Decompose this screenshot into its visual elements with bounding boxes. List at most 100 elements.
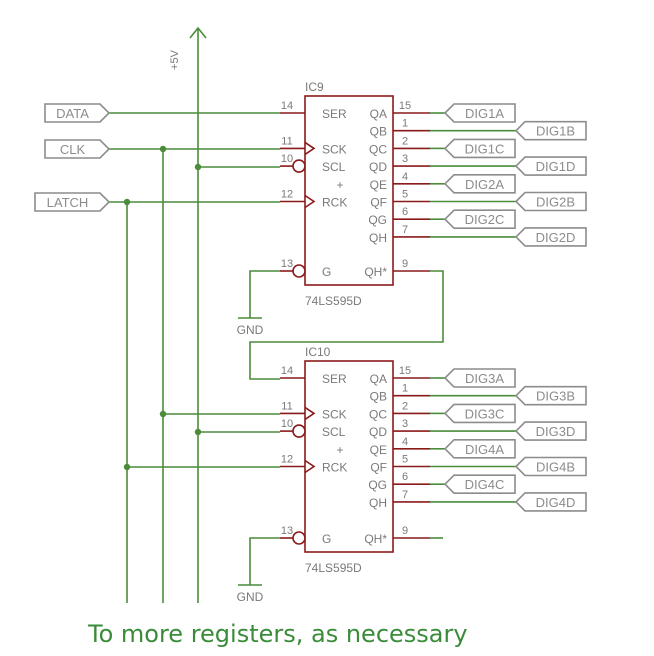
output-flag-dig4c-label: DIG4C [465, 477, 505, 492]
pin-label: QA [370, 372, 387, 386]
pin-number: 10 [281, 153, 293, 165]
pin-label: G [322, 532, 331, 546]
output-flag-dig4d [514, 492, 587, 512]
output-flag-dig1b [514, 120, 587, 141]
pin-label: QF [370, 461, 387, 475]
output-flag-dig3d-label: DIG3D [536, 424, 576, 439]
ground-label: GND [237, 323, 264, 337]
output-flag-dig4a [443, 438, 516, 459]
pin-label: QH [369, 231, 387, 245]
output-flag-dig3b [514, 385, 587, 406]
pin-number: 3 [402, 418, 408, 430]
pin-number: 3 [402, 153, 408, 165]
pin-label: QA [370, 107, 387, 121]
pin-label: SCK [322, 142, 347, 156]
input-clk-flag-label: CLK [60, 142, 86, 157]
pin-number: 9 [402, 258, 408, 270]
pin-number: 15 [399, 100, 411, 112]
pin-number: 6 [402, 471, 408, 483]
pin-label: RCK [322, 196, 347, 210]
output-flag-dig2d-label: DIG2D [536, 230, 576, 245]
clk-junction-dot [159, 145, 167, 153]
chip-0-part: 74LS595D [305, 294, 362, 308]
output-flag-dig4c [443, 474, 516, 495]
pin-number: 11 [281, 135, 292, 147]
pin-number: 1 [402, 118, 408, 130]
output-flag-dig3a-label: DIG3A [465, 371, 504, 386]
pin-label: QB [370, 390, 387, 404]
input-data-flag-label: DATA [56, 106, 89, 121]
pin-label: QC [369, 407, 387, 421]
latch-junction-dot [123, 463, 131, 471]
input-data-flag [44, 103, 111, 123]
output-flag-dig1b-label: DIG1B [536, 124, 575, 139]
output-flag-dig3c [443, 403, 516, 424]
chip-0-refdes: IC9 [305, 80, 324, 94]
output-flag-dig1d-label: DIG1D [536, 159, 576, 174]
pin-number: 2 [402, 400, 408, 412]
output-flag-dig1d [514, 156, 587, 176]
chip-0-body [304, 95, 394, 286]
inverted-pin-bubble [292, 531, 306, 545]
pin-number: 11 [281, 400, 292, 412]
pin-label: RCK [322, 461, 347, 475]
chip-1-refdes: IC10 [305, 345, 331, 359]
clock-marker [304, 459, 316, 474]
pin-label: QC [369, 142, 387, 156]
pin-label: QB [370, 125, 387, 139]
pin-number: 15 [399, 365, 411, 377]
output-flag-dig2c [443, 209, 516, 229]
wires [109, 26, 516, 603]
pin-number: 5 [402, 454, 408, 466]
output-flag-dig1c-label: DIG1C [465, 141, 505, 156]
output-flag-dig2a [443, 174, 516, 194]
supply-arrow [189, 26, 207, 39]
pin-number: 7 [402, 224, 408, 236]
pin-number: 12 [281, 189, 293, 201]
output-flag-dig4a-label: DIG4A [465, 442, 504, 457]
pin-label: QG [368, 478, 387, 492]
output-flag-dig1a [443, 103, 516, 123]
output-flag-dig2b-label: DIG2B [536, 195, 575, 210]
pin-label: QE [370, 178, 387, 192]
output-flag-dig4d-label: DIG4D [536, 495, 576, 510]
output-flag-dig4b-label: DIG4B [536, 460, 575, 475]
pin-label: QH* [364, 532, 387, 546]
output-flag-dig3a [443, 368, 516, 388]
pin-label: SCL [322, 425, 346, 439]
output-flag-dig1c [443, 138, 516, 159]
pin-number: 7 [402, 489, 408, 501]
pin-number: 1 [402, 383, 408, 395]
pin-label: G [322, 265, 331, 279]
pin-number: 10 [281, 418, 293, 430]
pin-label: SCL [322, 160, 346, 174]
output-flag-dig4b [514, 456, 587, 477]
input-latch-flag [34, 192, 111, 212]
power-marker: + [336, 178, 343, 192]
pin-label: SCK [322, 407, 347, 421]
clock-marker [304, 406, 316, 421]
pin-number: 9 [402, 525, 408, 537]
inverted-pin-bubble [292, 424, 306, 438]
supply-label: +5V [169, 49, 181, 70]
supply-junction-dot [194, 163, 202, 171]
pin-number: 12 [281, 454, 293, 466]
gnd-wire [249, 537, 280, 573]
pin-number: 2 [402, 135, 408, 147]
chip-1-body [304, 360, 394, 553]
power-marker: + [336, 443, 343, 457]
pin-number: 4 [402, 171, 408, 183]
ground-label: GND [237, 590, 264, 604]
parts [34, 95, 587, 553]
output-flag-dig2d [514, 227, 587, 247]
pin-label: SER [322, 372, 347, 386]
pin-label: QD [369, 425, 387, 439]
input-latch-flag-label: LATCH [47, 195, 89, 210]
output-flag-dig3c-label: DIG3C [465, 406, 505, 421]
pin-number: 14 [281, 100, 293, 112]
input-clk-flag [44, 139, 111, 159]
cascade-wire [249, 270, 444, 380]
pin-label: QE [370, 443, 387, 457]
inverted-pin-bubble [292, 159, 306, 173]
